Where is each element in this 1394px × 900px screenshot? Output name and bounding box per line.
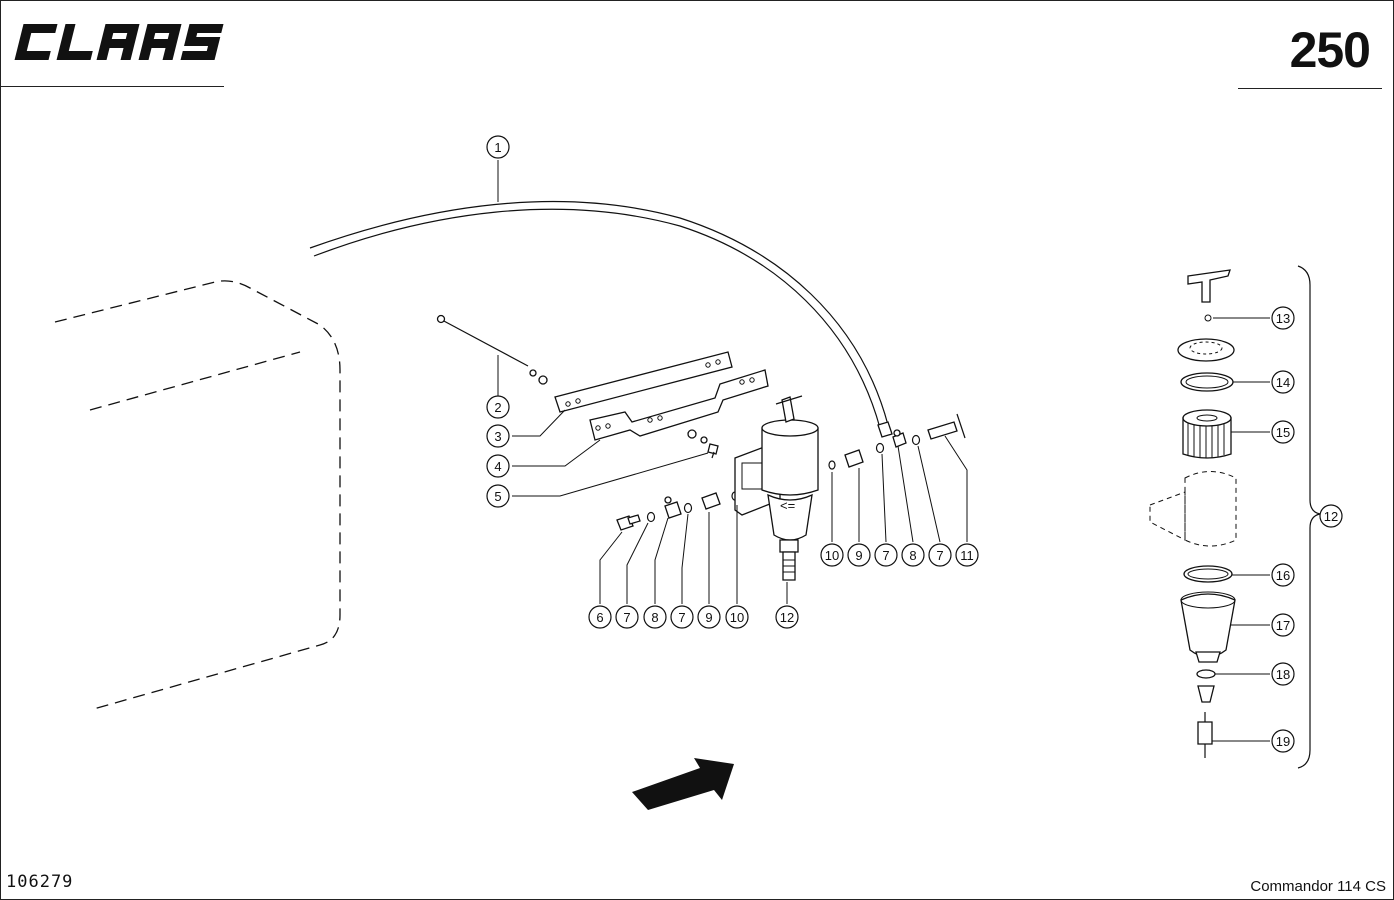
callout-4: 4 <box>486 454 510 478</box>
callout-11: 11 <box>955 543 979 567</box>
direction-arrow <box>632 758 734 810</box>
svg-text:5: 5 <box>494 489 501 504</box>
header-rule-right <box>1238 88 1382 89</box>
callout-3: 3 <box>486 424 510 448</box>
fuel-line <box>309 200 893 438</box>
svg-text:6: 6 <box>596 610 603 625</box>
callout-14: 14 <box>1271 370 1295 394</box>
header-rule-left <box>0 86 224 87</box>
callout-8-b: 8 <box>901 543 925 567</box>
callout-6: 6 <box>588 605 612 629</box>
callout-7-c: 7 <box>874 543 898 567</box>
callout-15: 15 <box>1271 420 1295 444</box>
callout-7-d: 7 <box>928 543 952 567</box>
svg-text:14: 14 <box>1276 375 1290 390</box>
svg-text:11: 11 <box>960 548 974 563</box>
svg-text:<=: <= <box>780 498 795 513</box>
svg-text:10: 10 <box>730 610 744 625</box>
svg-text:16: 16 <box>1276 568 1290 583</box>
callout-5: 5 <box>486 484 510 508</box>
bracket-3 <box>554 351 733 413</box>
svg-text:4: 4 <box>494 459 501 474</box>
callout-12-b: 12 <box>1319 504 1343 528</box>
svg-text:10: 10 <box>825 548 839 563</box>
filter-assembly: <= <box>734 395 819 581</box>
bracket-4 <box>589 369 769 444</box>
long-bolt <box>436 314 548 385</box>
filter-detail <box>1149 265 1321 769</box>
callout-12-a: 12 <box>775 605 799 629</box>
svg-text:8: 8 <box>651 610 658 625</box>
page-number: 250 <box>1289 22 1371 78</box>
svg-text:7: 7 <box>882 548 889 563</box>
tank-outline <box>54 280 341 711</box>
svg-text:17: 17 <box>1276 618 1290 633</box>
callout-7-a: 7 <box>615 605 639 629</box>
svg-text:9: 9 <box>705 610 712 625</box>
callout-17: 17 <box>1271 613 1295 637</box>
svg-text:1: 1 <box>494 140 501 155</box>
callout-19: 19 <box>1271 729 1295 753</box>
callout-9-b: 9 <box>847 543 871 567</box>
leader-lines <box>497 160 1270 742</box>
document-number: 106279 <box>6 872 74 892</box>
svg-text:9: 9 <box>855 548 862 563</box>
callout-9-a: 9 <box>697 605 721 629</box>
screw-5 <box>707 443 719 459</box>
callout-18: 18 <box>1271 662 1295 686</box>
svg-text:3: 3 <box>494 429 501 444</box>
svg-text:13: 13 <box>1276 311 1290 326</box>
svg-text:7: 7 <box>936 548 943 563</box>
callout-10-a: 10 <box>725 605 749 629</box>
svg-text:7: 7 <box>623 610 630 625</box>
svg-text:15: 15 <box>1276 425 1290 440</box>
model-name: Commandor 114 CS <box>1250 878 1386 895</box>
svg-text:18: 18 <box>1276 667 1290 682</box>
callout-2: 2 <box>486 395 510 419</box>
svg-text:19: 19 <box>1276 734 1290 749</box>
callout-13: 13 <box>1271 306 1295 330</box>
callout-10-b: 10 <box>820 543 844 567</box>
left-fittings <box>616 491 739 531</box>
callout-16: 16 <box>1271 563 1295 587</box>
right-fittings <box>828 413 966 470</box>
svg-text:8: 8 <box>909 548 916 563</box>
callout-8-a: 8 <box>643 605 667 629</box>
callout-1: 1 <box>486 135 510 159</box>
svg-text:12: 12 <box>1324 509 1338 524</box>
claas-logo <box>14 24 224 60</box>
callout-7-b: 7 <box>670 605 694 629</box>
svg-text:7: 7 <box>678 610 685 625</box>
svg-text:2: 2 <box>494 400 501 415</box>
svg-text:12: 12 <box>780 610 794 625</box>
